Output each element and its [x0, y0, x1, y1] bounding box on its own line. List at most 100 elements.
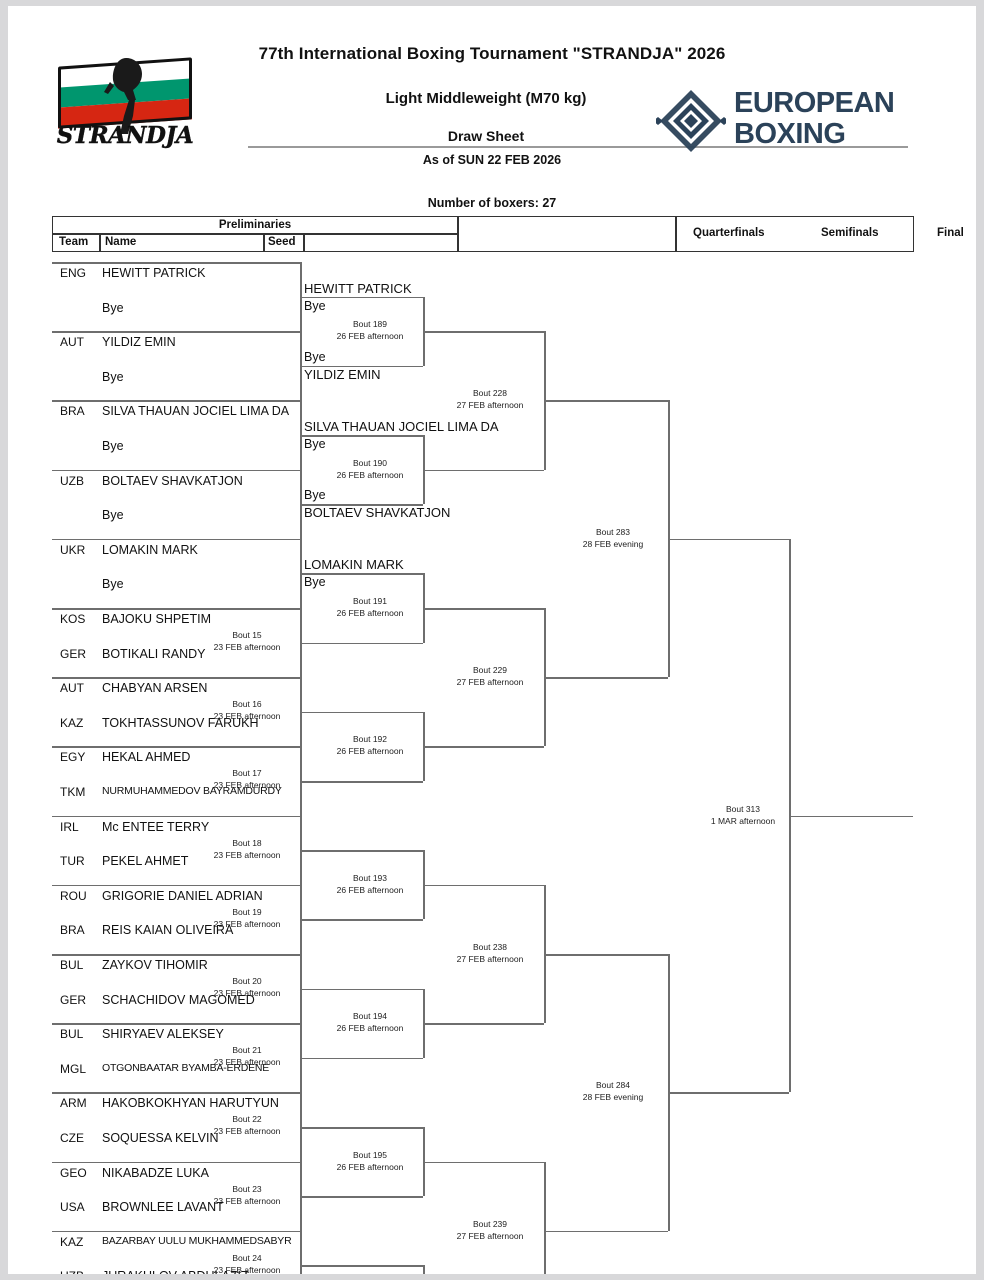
qf-line-top [423, 331, 544, 333]
bout-number: Bout 22 [232, 1114, 262, 1125]
team-code: BRA [60, 404, 85, 419]
col-header-preliminaries: Preliminaries [218, 219, 292, 231]
prelim-line-top [52, 400, 300, 402]
round2-line-bottom [300, 1057, 423, 1060]
bout-date: 27 FEB afternoon [456, 954, 524, 964]
boxer-name: BROWNLEE LAVANT [102, 1200, 224, 1215]
col-header-name: Name [105, 236, 137, 248]
sf-line-bottom [544, 677, 668, 679]
boxer-count: Number of boxers: 27 [427, 196, 557, 210]
boxer-name: SOQUESSA KELVIN [102, 1131, 219, 1145]
prelim-line-top [52, 1161, 300, 1164]
bout-number: Bout 194 [352, 1011, 388, 1022]
prelim-connector [300, 746, 302, 816]
team-code: KAZ [60, 1234, 84, 1249]
team-code: GER [60, 646, 87, 661]
draw-sheet-page: STRANDJA 77th International Boxing Tourn… [8, 6, 976, 1274]
round2-line-bottom [300, 504, 423, 506]
prelim-line-top [52, 746, 300, 748]
bye-label: Bye [304, 437, 326, 451]
bout-number: Bout 189 [352, 319, 388, 330]
bout-number: Bout 191 [352, 596, 388, 606]
bout-date: 26 FEB afternoon [336, 884, 404, 895]
team-code: ROU [60, 888, 87, 903]
bout-date: 23 FEB afternoon [213, 918, 281, 929]
bout-number: Bout 190 [352, 457, 388, 468]
bout-date: 23 FEB afternoon [213, 1264, 281, 1274]
bout-number: Bout 192 [352, 734, 388, 745]
bout-number: Bout 21 [232, 1045, 262, 1056]
round2-line-bottom [300, 642, 423, 645]
prelim-connector [300, 1092, 302, 1162]
bye-label: Bye [304, 575, 326, 590]
team-code: ARM [60, 1096, 87, 1111]
round2-line-top [300, 435, 423, 437]
bout-date: 28 FEB evening [582, 538, 644, 549]
round2-line-top [300, 1265, 423, 1267]
bout-date: 23 FEB afternoon [213, 1195, 281, 1206]
prelim-line-top [52, 331, 300, 333]
boxer-name: Bye [102, 439, 124, 453]
team-code: BUL [60, 958, 84, 972]
bout-date: 23 FEB afternoon [213, 642, 281, 652]
round2-line-bottom [300, 365, 423, 368]
bout-number: Bout 17 [232, 768, 262, 779]
col-header-seed: Seed [268, 236, 296, 248]
qf-line-bottom [423, 1023, 544, 1025]
ebox-line-2: BOXING [734, 118, 846, 150]
team-code: KOS [60, 612, 86, 626]
boxer-name: YILDIZ EMIN [102, 335, 176, 350]
bout-date: 27 FEB afternoon [456, 400, 524, 411]
boxer-name: Mc ENTEE TERRY [102, 819, 210, 834]
round2-line-bottom [300, 781, 423, 783]
bout-number: Bout 20 [232, 976, 262, 986]
final-line-bottom [668, 1092, 789, 1094]
prelim-connector [300, 400, 302, 470]
prelim-connector [300, 331, 302, 401]
advancing-boxer-name: HEWITT PATRICK [304, 280, 412, 296]
ebox-line-1: EUROPEAN [734, 87, 895, 119]
col-header-semifinals: Semifinals [821, 227, 879, 239]
prelim-line-top [52, 1023, 300, 1025]
bye-label: Bye [304, 488, 326, 503]
final-line-top [668, 538, 789, 541]
bout-date: 28 FEB evening [582, 1092, 644, 1103]
weight-category: Light Middleweight (M70 kg) [385, 90, 587, 107]
boxer-name: CHABYAN ARSEN [102, 681, 208, 696]
qf-line-top [423, 884, 544, 887]
team-code: GEO [60, 1165, 87, 1180]
sf-connector [668, 400, 670, 678]
boxer-name: BOLTAEV SHAVKATJON [102, 473, 243, 488]
team-code: TKM [60, 785, 86, 799]
boxer-name: SILVA THAUAN JOCIEL LIMA DA [102, 404, 290, 419]
bout-number: Bout 283 [595, 526, 631, 537]
round2-connector [423, 573, 425, 643]
bout-date: 23 FEB afternoon [213, 849, 281, 860]
team-code: ENG [60, 266, 87, 280]
advancing-boxer-name: LOMAKIN MARK [304, 557, 404, 573]
boxer-name: OTGONBAATAR BYAMBA-ERDENE [102, 1061, 270, 1074]
bout-number: Bout 15 [232, 630, 262, 640]
bout-date: 26 FEB afternoon [336, 608, 404, 618]
boxer-silhouette-icon [104, 58, 142, 134]
european-boxing-logo: EUROPEAN BOXING [656, 87, 922, 152]
prelim-line-top [52, 884, 300, 887]
boxer-name: SHIRYAEV ALEKSEY [102, 1027, 224, 1042]
sf-line-top [544, 400, 668, 402]
qf-connector [544, 331, 546, 470]
boxer-name: NURMUHAMMEDOV BAYRAMDURDY [102, 785, 282, 797]
round2-line-bottom [300, 1196, 423, 1198]
header-divider [248, 146, 908, 148]
round2-line-top [300, 1127, 423, 1129]
advancing-boxer-name: BOLTAEV SHAVKATJON [304, 505, 451, 521]
prelim-line-top [52, 538, 300, 541]
boxer-name: HAKOBKOKHYAN HARUTYUN [102, 1096, 279, 1111]
team-code: UZB [60, 473, 84, 488]
bout-date: 1 MAR afternoon [710, 815, 776, 826]
sf-line-top [544, 954, 668, 956]
col-header-team: Team [59, 236, 89, 248]
team-code: IRL [60, 819, 79, 834]
bout-number: Bout 229 [472, 665, 508, 676]
bout-number: Bout 228 [472, 388, 508, 399]
prelim-line-top [52, 262, 300, 264]
